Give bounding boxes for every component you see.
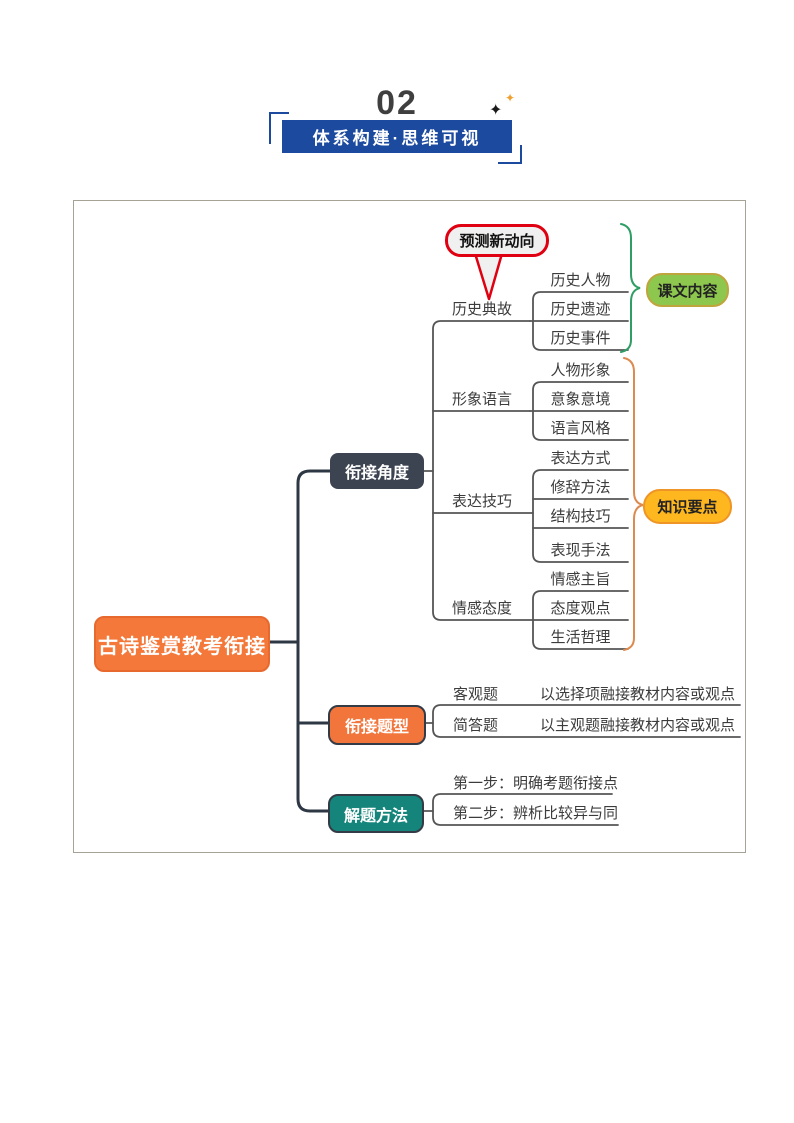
leaf-label: 意象意境 — [550, 391, 611, 408]
question-type-desc: 以选择项融接教材内容或观点 — [540, 686, 736, 703]
banner-frame-top-left — [269, 112, 289, 144]
leaf-label: 人物形象 — [550, 362, 611, 379]
group-label-text-content: 课文内容 — [646, 273, 729, 307]
step-label: 第一步：明确考题衔接点 — [453, 775, 619, 792]
banner-frame-bottom-right — [498, 145, 522, 164]
question-type-desc: 以主观题融接教材内容或观点 — [540, 717, 736, 734]
leaf-label: 历史事件 — [550, 330, 611, 347]
subtopic-label: 表达技巧 — [451, 493, 512, 510]
leaf-label: 语言风格 — [550, 420, 611, 437]
section-number: 02 — [376, 84, 418, 122]
sparkle-icon: ✦ — [489, 102, 503, 119]
leaf-label: 表现手法 — [550, 542, 611, 559]
group-label-knowledge-points: 知识要点 — [643, 489, 732, 524]
question-type-label: 客观题 — [453, 686, 499, 703]
section-banner: 体系构建·思维可视 — [282, 120, 512, 153]
subtopic-label: 情感态度 — [451, 600, 512, 617]
leaf-label: 态度观点 — [550, 600, 611, 617]
subtopic-label: 形象语言 — [451, 391, 512, 408]
callout-bubble: 预测新动向 — [445, 224, 549, 257]
leaf-label: 表达方式 — [550, 450, 611, 467]
branch-node-methods: 解题方法 — [328, 794, 424, 833]
subtopic-label: 历史典故 — [451, 301, 512, 318]
leaf-label: 生活哲理 — [550, 629, 611, 646]
branch-node-angles: 衔接角度 — [330, 453, 424, 489]
leaf-label: 历史人物 — [550, 272, 611, 289]
sparkle-icon: ✦ — [505, 91, 516, 105]
mindmap-panel — [73, 200, 746, 853]
leaf-label: 结构技巧 — [550, 508, 611, 525]
leaf-label: 修辞方法 — [550, 479, 611, 496]
question-type-label: 简答题 — [453, 717, 499, 734]
leaf-label: 情感主旨 — [550, 571, 611, 588]
root-node: 古诗鉴赏教考衔接 — [94, 616, 270, 672]
branch-node-question-types: 衔接题型 — [328, 705, 426, 745]
leaf-label: 历史遗迹 — [550, 301, 611, 318]
step-label: 第二步：辨析比较异与同 — [453, 805, 619, 822]
